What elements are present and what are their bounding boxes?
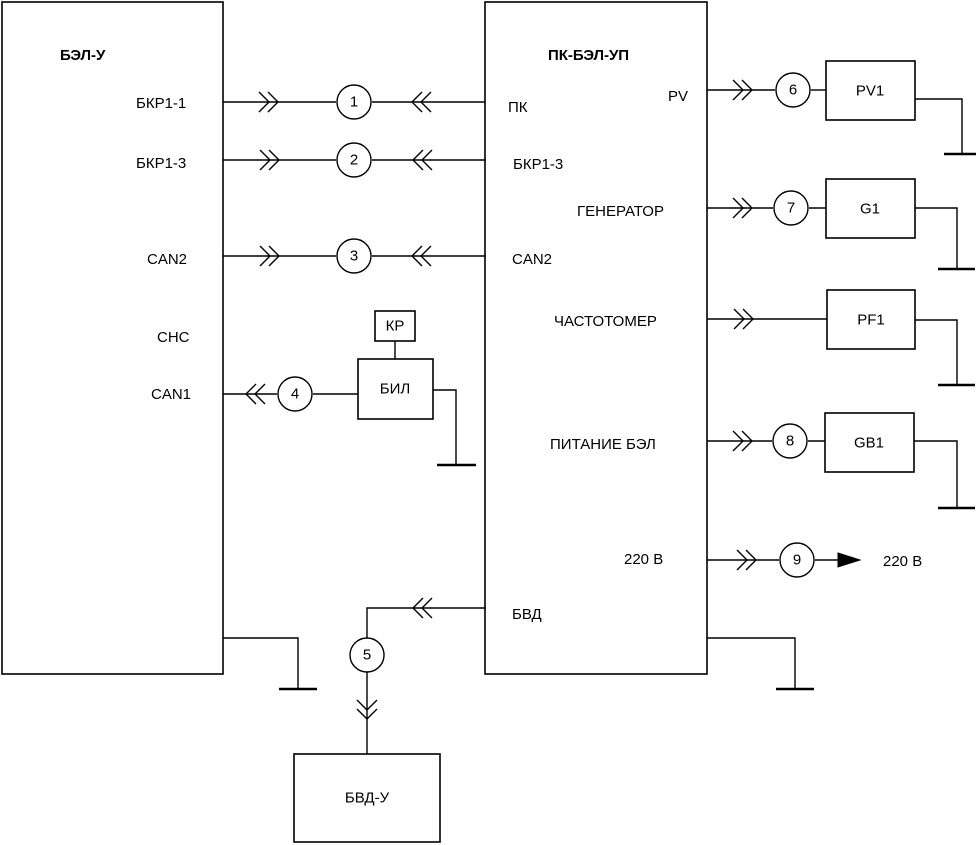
block-kr <box>374 310 416 342</box>
port-pk: ПК <box>508 99 528 116</box>
cable-8-number: 8 <box>786 433 794 450</box>
port-generator: ГЕНЕРАТОР <box>577 203 664 220</box>
title-kr: КР <box>386 318 405 335</box>
block-pk-bel-up <box>484 1 708 675</box>
cable-2-number: 2 <box>350 152 358 169</box>
cable-1-number: 1 <box>350 94 358 111</box>
cable-6-number: 6 <box>789 82 797 99</box>
title-g1: G1 <box>860 201 880 218</box>
port-bkr1-3-center: БКР1-3 <box>513 156 563 173</box>
cable-7: 7 <box>707 190 975 271</box>
block-bvd-u <box>293 753 441 843</box>
cable-1: 1 <box>223 84 485 120</box>
port-bvd: БВД <box>512 606 542 623</box>
cable-9: 9 <box>707 542 862 578</box>
cable-3-number: 3 <box>350 248 358 265</box>
port-can2-center: CAN2 <box>512 251 552 268</box>
title-pk-bel-up: ПК-БЭЛ-УП <box>548 47 629 64</box>
block-gb1 <box>824 412 915 473</box>
title-pf1: PF1 <box>857 312 885 329</box>
arrow-220v-icon <box>837 552 862 568</box>
title-pv1: PV1 <box>856 83 884 100</box>
cable-7-number: 7 <box>787 200 795 217</box>
port-frequency-meter: ЧАСТОТОМЕР <box>554 313 657 330</box>
port-bkr1-3-left: БКР1-3 <box>136 155 186 172</box>
ground-bel-u <box>223 637 317 691</box>
cable-4: 4 <box>223 376 358 412</box>
cable-9-number: 9 <box>793 552 801 569</box>
cable-5-number: 5 <box>363 647 371 664</box>
title-bvd-u: БВД-У <box>345 790 390 807</box>
cable-5: 5 <box>349 597 485 754</box>
cable-8: 8 <box>707 423 975 510</box>
link-frequency-meter <box>707 308 975 387</box>
cable-6: 6 <box>707 72 976 156</box>
title-gb1: GB1 <box>854 435 884 452</box>
port-can2-left: CAN2 <box>147 251 187 268</box>
port-power-bel: ПИТАНИЕ БЭЛ <box>550 436 656 453</box>
cable-3: 3 <box>223 238 485 274</box>
port-can1: CAN1 <box>151 386 191 403</box>
cable-2: 2 <box>223 142 485 178</box>
block-pv1 <box>825 60 916 121</box>
port-220v: 220 В <box>624 551 663 568</box>
external-220v-label: 220 В <box>883 553 922 570</box>
title-bel-u: БЭЛ-У <box>60 47 106 64</box>
block-bel-u <box>1 1 224 675</box>
port-pv: PV <box>668 88 688 105</box>
ground-pk-bel-up <box>707 637 814 691</box>
block-pf1 <box>826 289 916 350</box>
title-bil: БИЛ <box>380 381 410 398</box>
cable-4-number: 4 <box>291 386 299 403</box>
port-bkr1-1: БКР1-1 <box>136 95 186 112</box>
ground-bil <box>433 389 476 467</box>
port-sns: СНС <box>157 329 190 346</box>
